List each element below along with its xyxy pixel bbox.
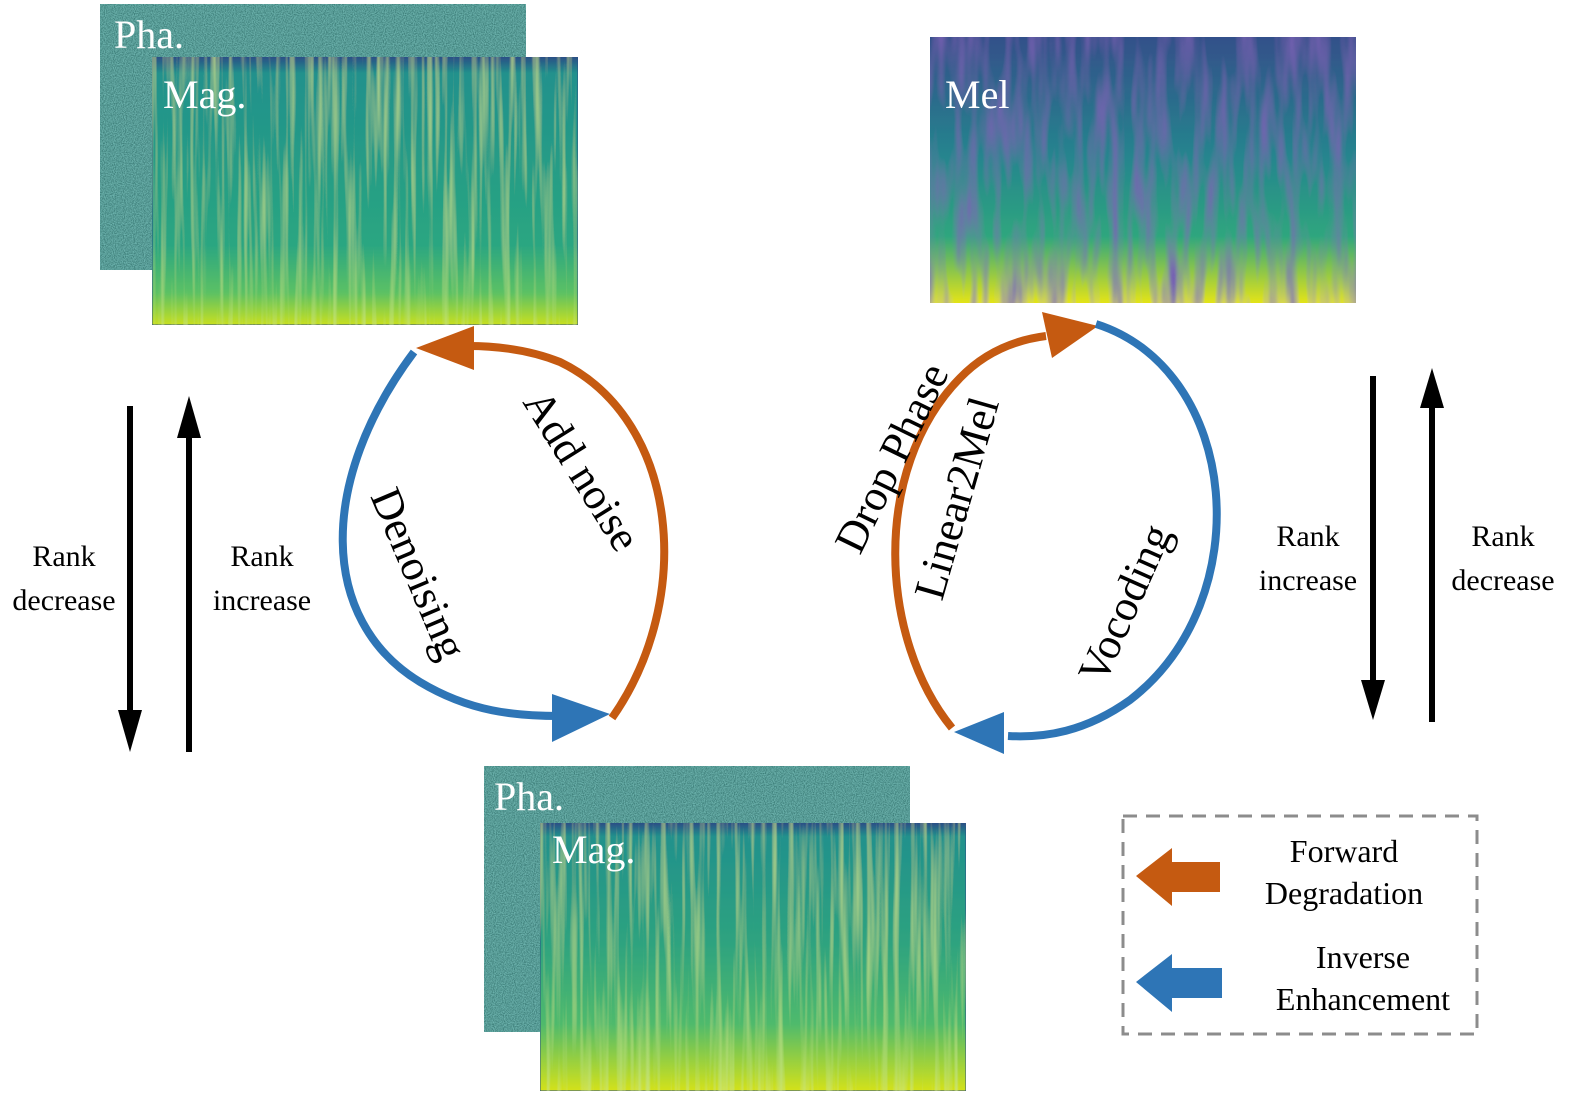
top-left-phase-label: Pha. [114,12,184,57]
left-rank-decrease-line2: decrease [12,584,115,617]
legend-box [1121,814,1479,1036]
left-rank-increase-line1: Rank [230,540,293,573]
right-rank-increase-line2: increase [1259,564,1357,597]
linear2mel-arc [891,332,1047,731]
add-noise-arc [467,342,669,721]
top-left-spectrogram-stack: Pha. Mag. [100,4,579,326]
legend-forward-arrow [1136,848,1220,906]
right-rank-arrows: Rank increase Rank decrease [1259,368,1555,722]
bottom-magnitude-label: Mag. [552,827,635,872]
legend-forward-line2: Degradation [1265,875,1423,911]
vocoding-arrowhead [954,712,1004,754]
top-left-magnitude-label: Mag. [163,72,246,117]
right-up-arrow-head [1420,368,1444,408]
denoising-arrowhead [552,694,610,742]
left-rank-decrease-line1: Rank [32,540,95,573]
legend-inverse-arrow [1136,954,1222,1012]
mel-spectrogram [930,37,1356,303]
left-rank-arrows: Rank decrease Rank increase [12,396,311,752]
left-down-arrow-head [118,710,142,752]
top-left-magnitude-spectrogram [151,56,579,326]
add-noise-label: Add noise [514,381,651,559]
mel-label: Mel [945,72,1009,117]
denoising-label: Denoising [361,481,477,667]
legend-inverse-line1: Inverse [1316,939,1410,975]
bottom-spectrogram-stack: Pha. Mag. [484,766,967,1092]
linear2mel-arrowhead [1042,312,1098,358]
right-rank-decrease-line1: Rank [1471,520,1534,553]
legend: Forward Degradation Inverse Enhancement [1121,814,1479,1036]
left-cycle: Add noise Denoising [338,326,669,742]
vocoding-arc [1007,320,1221,741]
left-rank-increase-line2: increase [213,584,311,617]
right-cycle: Drop Phase Linear2Mel Vocoding [825,312,1221,754]
right-rank-increase-line1: Rank [1276,520,1339,553]
mel-spectrogram-group: Mel [930,37,1356,303]
add-noise-arrowhead [416,326,474,370]
right-down-arrow-head [1361,680,1385,720]
right-rank-decrease-line2: decrease [1451,564,1554,597]
denoising-arc [338,349,561,720]
left-up-arrow-head [177,396,201,438]
legend-inverse-line2: Enhancement [1276,981,1450,1017]
legend-forward-line1: Forward [1290,833,1398,869]
bottom-phase-label: Pha. [494,774,564,819]
bottom-magnitude-spectrogram [539,822,967,1092]
